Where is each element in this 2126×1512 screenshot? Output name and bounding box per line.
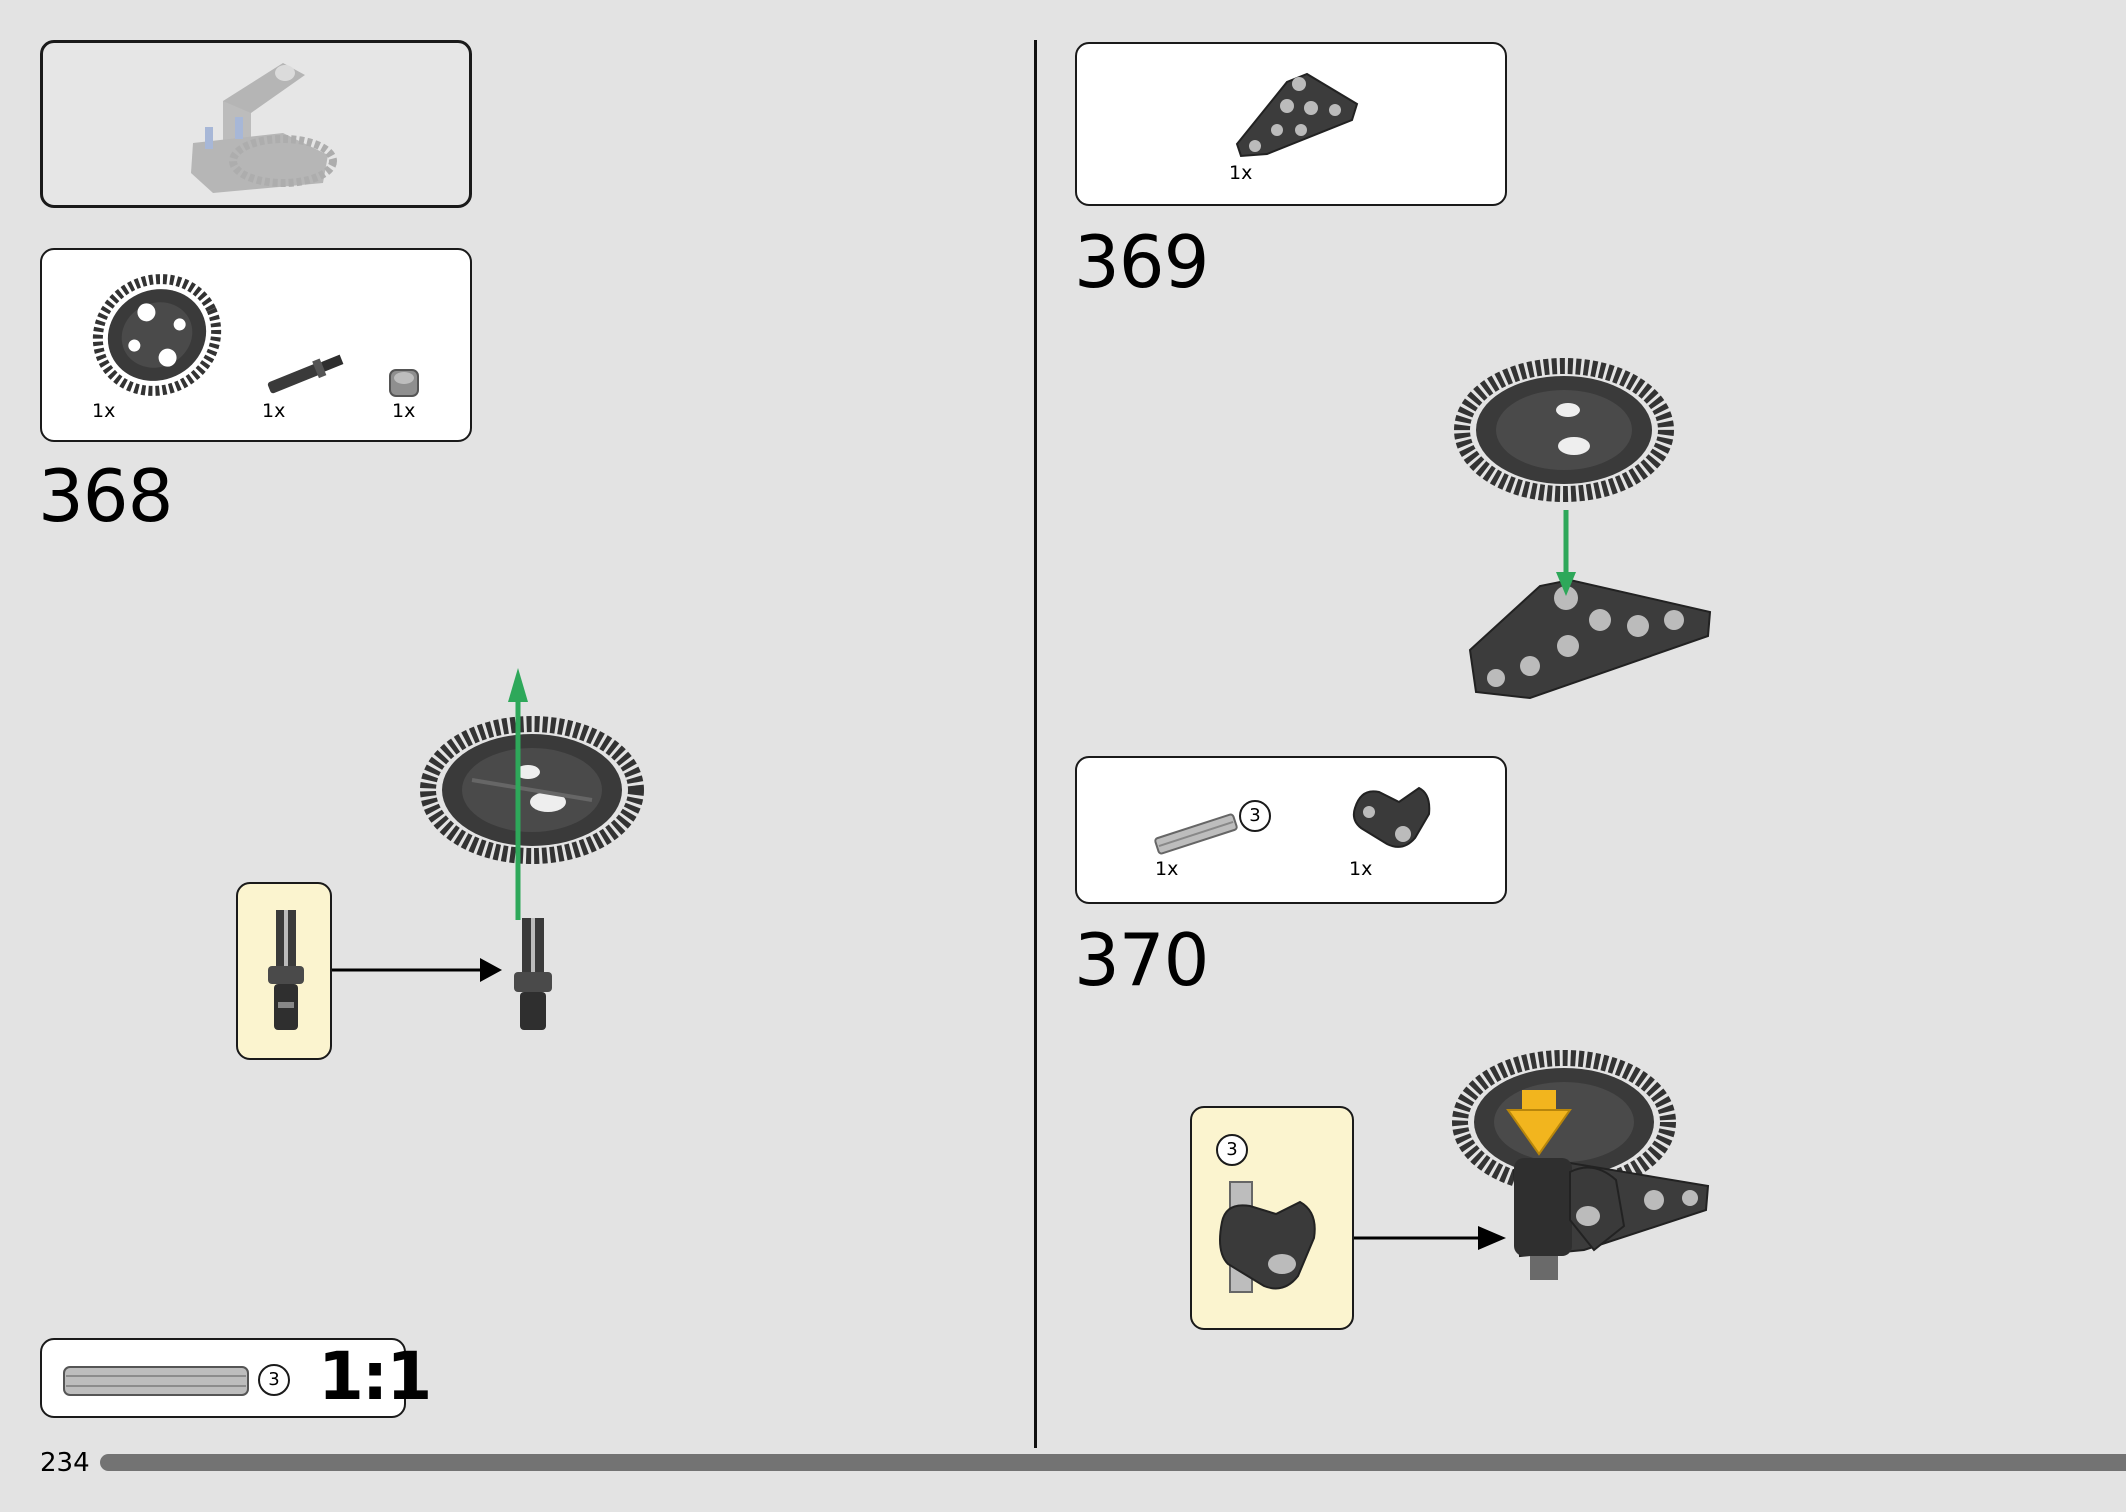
- gear-quantity: 1x: [92, 400, 116, 422]
- assembly-369: [1454, 358, 1712, 700]
- assembly-370: [1354, 1050, 1710, 1280]
- step-number-369: 369: [1074, 220, 1209, 304]
- assembly-368: [332, 668, 644, 1030]
- triangle-beam-icon: [1235, 72, 1359, 158]
- axle-icon: [1154, 813, 1238, 855]
- callout-count-badge: 3: [1216, 1134, 1248, 1166]
- axle-pin-sub-icon: [268, 910, 304, 1030]
- parts-list-368: 1x 1x 1x: [40, 248, 472, 442]
- axle-pin-icon: [267, 354, 344, 394]
- callout-368: [236, 882, 332, 1060]
- direction-arrow-370-icon: [1478, 1226, 1506, 1250]
- direction-arrow-icon: [480, 958, 502, 982]
- axle-quantity: 1x: [1155, 858, 1179, 880]
- connector-quantity: 1x: [1349, 858, 1373, 880]
- bush-icon: [389, 369, 419, 397]
- bush-quantity: 1x: [392, 400, 416, 422]
- step-number-370: 370: [1074, 918, 1209, 1002]
- ruler-length-badge: 3: [258, 1364, 290, 1396]
- axle-connector-sub-icon: [1219, 1181, 1316, 1293]
- page-divider: [1034, 40, 1037, 1448]
- ruler-box: 3 1:1: [40, 1338, 432, 1418]
- axle-length-badge: 3: [1239, 800, 1271, 832]
- step-number-368: 368: [38, 454, 173, 538]
- parts-list-370: 3 1x 1x: [1075, 756, 1507, 904]
- page-number: 234: [40, 1448, 90, 1478]
- callout-370: 3: [1190, 1106, 1354, 1330]
- gear-36t-icon: [92, 274, 222, 396]
- ruler-scale: 1:1: [318, 1338, 432, 1415]
- parts-list-369: 1x: [1075, 42, 1507, 206]
- progress-bar: [100, 1454, 2126, 1471]
- axle-pin-quantity: 1x: [262, 400, 286, 422]
- axle-connector-icon: [1352, 786, 1431, 848]
- previous-assembly-box: [40, 40, 472, 208]
- axle-ruler-icon: [63, 1366, 249, 1396]
- triangle-beam-quantity: 1x: [1229, 162, 1253, 184]
- previous-assembly-image: [191, 63, 337, 193]
